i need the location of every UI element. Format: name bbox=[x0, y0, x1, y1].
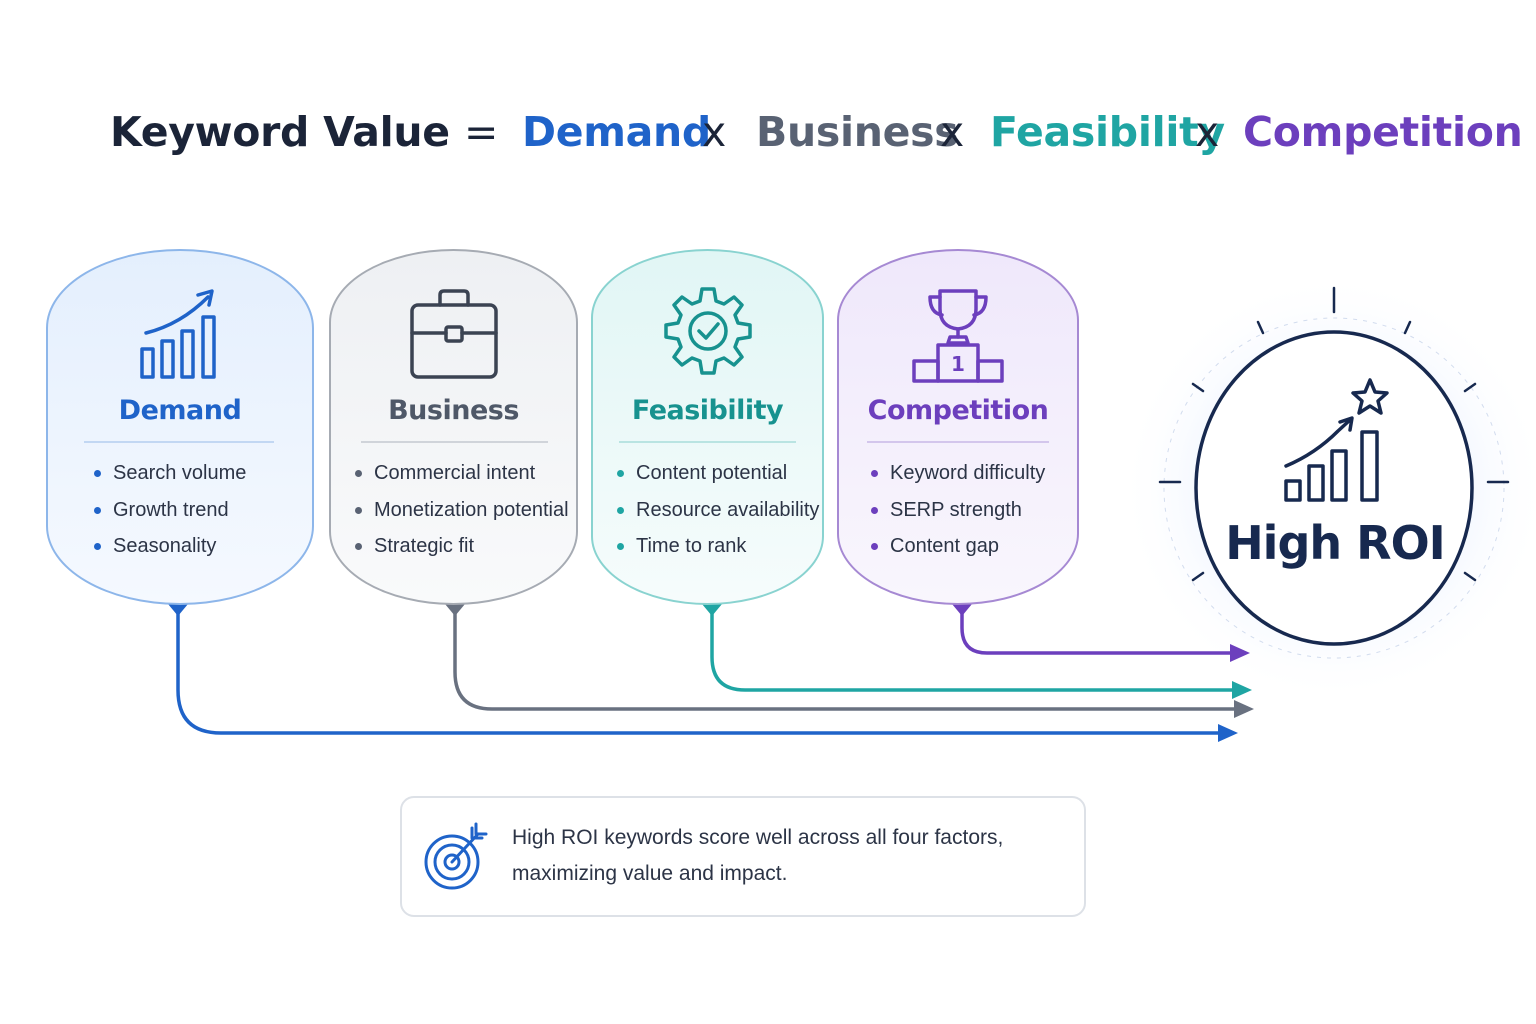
formula-term-competition: Competition bbox=[1243, 108, 1523, 156]
list-item: Keyword difficulty bbox=[871, 459, 1045, 496]
growth-chart-icon bbox=[140, 289, 216, 379]
factor-title: Demand bbox=[118, 395, 242, 426]
connector-demand bbox=[176, 610, 1224, 735]
result-circle bbox=[1194, 330, 1474, 646]
arrow-business bbox=[1234, 700, 1254, 718]
arrow-demand bbox=[1218, 724, 1238, 742]
list-item: Resource availability bbox=[617, 496, 819, 533]
list-item: Content gap bbox=[871, 532, 1045, 569]
formula-equals: = bbox=[464, 108, 499, 156]
result-dashed-ring bbox=[1163, 317, 1505, 659]
result-ticks bbox=[1158, 286, 1510, 582]
factor-card-competition: 1 Competition Keyword difficulty SERP st… bbox=[837, 249, 1079, 605]
list-item: Time to rank bbox=[617, 532, 819, 569]
factor-list: Keyword difficulty SERP strength Content… bbox=[871, 459, 1045, 569]
divider bbox=[84, 441, 274, 443]
factor-card-demand: Demand Search volume Growth trend Season… bbox=[46, 249, 314, 605]
formula-operator: x bbox=[1195, 108, 1219, 156]
list-item: Seasonality bbox=[94, 532, 246, 569]
trophy-podium-icon: 1 bbox=[912, 289, 1004, 383]
note-box: High ROI keywords score well across all … bbox=[400, 796, 1086, 917]
factor-title: Business bbox=[388, 395, 519, 426]
pointer-feasibility bbox=[702, 604, 722, 616]
list-item: Growth trend bbox=[94, 496, 246, 533]
divider bbox=[361, 441, 548, 443]
list-item: Commercial intent bbox=[355, 459, 569, 496]
arrow-feasibility bbox=[1232, 681, 1252, 699]
factor-title: Feasibility bbox=[631, 395, 784, 426]
divider bbox=[619, 441, 796, 443]
list-item: SERP strength bbox=[871, 496, 1045, 533]
list-item: Content potential bbox=[617, 459, 819, 496]
factor-list: Content potential Resource availability … bbox=[617, 459, 819, 569]
briefcase-icon bbox=[409, 289, 498, 379]
pointer-competition bbox=[952, 604, 972, 616]
factor-list: Search volume Growth trend Seasonality bbox=[94, 459, 246, 569]
factor-card-business: Business Commercial intent Monetization … bbox=[329, 249, 578, 605]
list-item: Monetization potential bbox=[355, 496, 569, 533]
chart-star-icon bbox=[1284, 378, 1389, 502]
formula-operator: x bbox=[940, 108, 964, 156]
podium-number: 1 bbox=[951, 352, 965, 376]
note-text: High ROI keywords score well across all … bbox=[512, 826, 1004, 885]
list-item: Search volume bbox=[94, 459, 246, 496]
formula-term-feasibility: Feasibility bbox=[990, 108, 1225, 156]
connector-competition bbox=[960, 610, 1234, 655]
formula-operator: x bbox=[702, 108, 726, 156]
formula-heading: Keyword Value = Demand x Business x Feas… bbox=[0, 108, 1536, 172]
factor-title: Competition bbox=[867, 395, 1049, 426]
gear-check-icon bbox=[663, 287, 752, 375]
list-item: Strategic fit bbox=[355, 532, 569, 569]
arrow-competition bbox=[1230, 644, 1250, 662]
connector-business bbox=[453, 610, 1238, 711]
pointer-business bbox=[445, 604, 465, 616]
formula-term-business: Business bbox=[756, 108, 959, 156]
target-arrow-icon bbox=[424, 822, 488, 890]
pointer-demand bbox=[168, 604, 188, 616]
connector-feasibility bbox=[710, 610, 1236, 692]
factor-card-feasibility: Feasibility Content potential Resource a… bbox=[591, 249, 824, 605]
formula-lhs: Keyword Value bbox=[110, 108, 450, 156]
factor-list: Commercial intent Monetization potential… bbox=[355, 459, 569, 569]
formula-term-demand: Demand bbox=[522, 108, 711, 156]
divider bbox=[867, 441, 1049, 443]
result-label: High ROI bbox=[1225, 516, 1446, 570]
connectors bbox=[176, 610, 1238, 735]
